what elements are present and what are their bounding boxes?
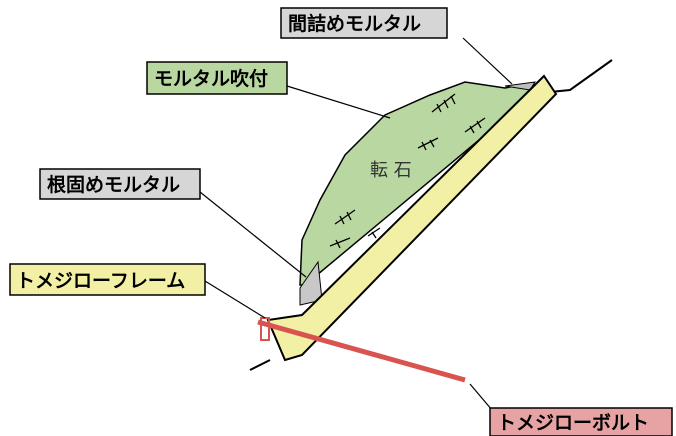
label-bolt: トメジローボルト xyxy=(489,407,673,436)
svg-text:根固めモルタル: 根固めモルタル xyxy=(47,173,180,196)
rock-hatches xyxy=(329,93,486,249)
label-frame: トメジローフレーム xyxy=(9,263,206,296)
label-mortar-spray: モルタル吹付 xyxy=(146,61,288,95)
rock-label: 転 石 xyxy=(370,160,412,181)
tomejiro-bolt xyxy=(257,319,466,383)
ground-line xyxy=(249,59,613,371)
label-gap-mortar: 間詰めモルタル xyxy=(280,7,448,39)
svg-text:モルタル吹付: モルタル吹付 xyxy=(154,67,268,90)
svg-text:トメジローボルト: トメジローボルト xyxy=(497,412,649,434)
tomejiro-frame xyxy=(266,74,558,362)
label-footing-mortar: 根固めモルタル xyxy=(39,168,201,200)
svg-text:間詰めモルタル: 間詰めモルタル xyxy=(288,12,421,35)
leader-lines xyxy=(199,37,513,411)
svg-text:トメジローフレーム: トメジローフレーム xyxy=(16,270,185,292)
